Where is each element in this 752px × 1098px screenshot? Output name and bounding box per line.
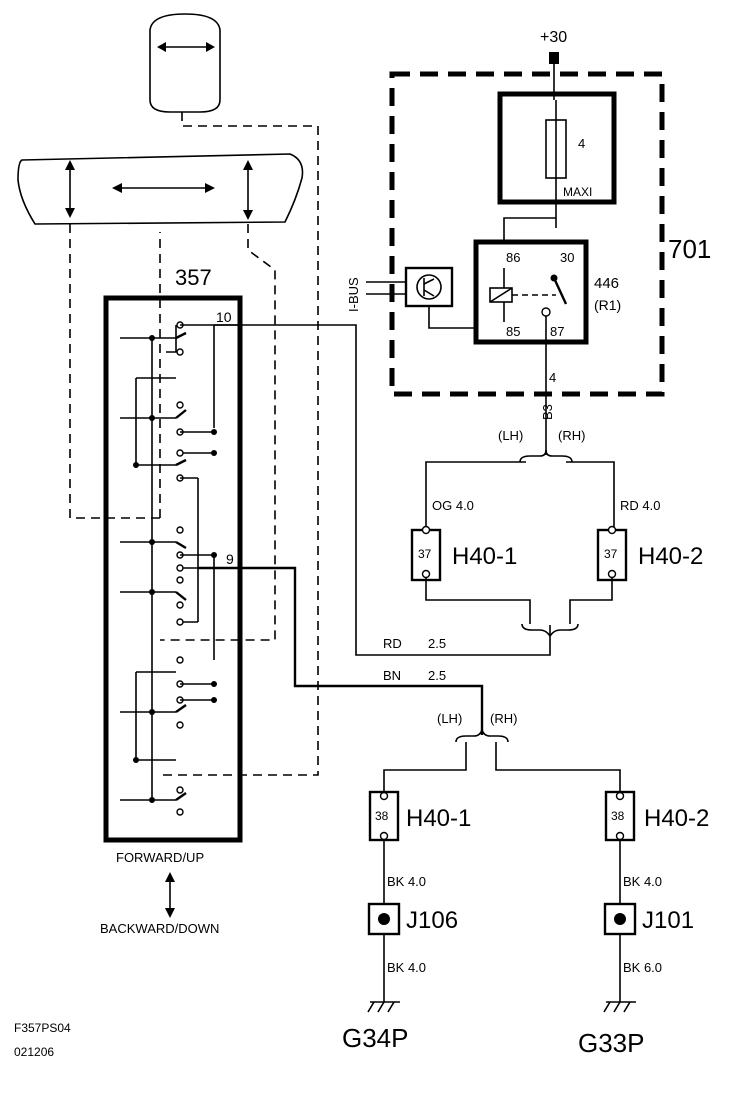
upper-split-left: (LH) [498,428,523,443]
upper-split-right: (RH) [558,428,585,443]
lower-connector-2: H40-2 [644,805,709,832]
switch-contacts [120,321,217,816]
forward-up-label: FORWARD/UP [116,850,204,865]
bn-wire-color: BN [383,668,401,683]
transistor-icon [416,274,442,300]
rd-wire-color: RD [383,636,402,651]
ground-g33p: G33P [578,1028,645,1058]
junction-j101-icon [614,913,626,925]
backward-down-label: BACKWARD/DOWN [100,921,219,936]
upper-splice: (LH) (RH) [425,428,615,530]
lower-pin-2: 38 [611,809,625,823]
upper-wire-rd: RD 4.0 [620,498,660,513]
lower-upper-splice [521,623,579,638]
output-code: B3 [540,404,555,420]
connector-h40-2-upper: RD 4.0 37 H40-2 [569,498,703,624]
ground-icon [367,1001,400,1013]
lower-pin-1: 38 [375,809,389,823]
bn-wire [198,566,484,735]
power-label: +30 [540,29,567,46]
connector-h40-1-upper: OG 4.0 37 H40-1 [410,498,531,624]
terminal-9-label: 9 [226,551,234,567]
fuse-number: 4 [578,136,585,151]
ground-path-g33p: BK 4.0 J101 BK 6.0 G33P [578,840,694,1058]
connector-h40-1-lower: 38 H40-1 [368,790,471,842]
bn-wire-size: 2.5 [428,668,446,683]
junction-j106: J106 [406,907,458,934]
lower-split-right: (RH) [490,711,517,726]
terminal-10-label: 10 [216,309,232,325]
footer-date: 021206 [14,1045,54,1059]
upper-pin-1: 37 [418,547,432,561]
seat-cushion-icon [17,153,304,225]
junction-j101: J101 [642,907,694,934]
g33p-wire-top: BK 4.0 [623,874,662,889]
upper-pin-2: 37 [604,547,618,561]
ground-icon [603,1001,636,1013]
lower-splice: (LH) (RH) [383,711,621,792]
relay-id: 446 [594,275,619,292]
headrest-icon [149,13,221,113]
bus-label: I-BUS [346,277,361,312]
relay-module-701: 701 +30 4 MAXI 86 30 85 87 4 B3 [346,29,711,455]
ground-path-g34p: BK 4.0 J106 BK 4.0 G34P [342,840,458,1053]
relay-pin-86: 86 [506,250,520,265]
relay-pin-87: 87 [550,324,564,339]
g34p-wire-bottom: BK 4.0 [387,960,426,975]
rd-wire [214,324,551,656]
down-arrow-icon [165,908,175,918]
fuse-type: MAXI [563,185,592,199]
lower-connector-1: H40-1 [406,805,471,832]
connector-h40-2-lower: 38 H40-2 [604,790,709,842]
upper-connector-1: H40-1 [452,543,517,570]
output-size: 4 [549,370,556,385]
lower-split-left: (LH) [437,711,462,726]
junction-j106-icon [378,913,390,925]
g34p-wire-top: BK 4.0 [387,874,426,889]
relay-ref: (R1) [594,297,621,313]
relay-pin-85: 85 [506,324,520,339]
rd-wire-size: 2.5 [428,636,446,651]
module-id: 701 [668,234,711,264]
g33p-wire-bottom: BK 6.0 [623,960,662,975]
mechanical-links [69,112,319,776]
ground-g34p: G34P [342,1023,409,1053]
footer-code: F357PS04 [14,1021,71,1035]
switch-id: 357 [175,265,212,290]
switch-357: 357 [100,265,243,936]
relay-pin-30: 30 [560,250,574,265]
power-terminal-icon [549,52,559,64]
up-arrow-icon [165,872,175,882]
upper-wire-og: OG 4.0 [432,498,474,513]
upper-connector-2: H40-2 [638,543,703,570]
